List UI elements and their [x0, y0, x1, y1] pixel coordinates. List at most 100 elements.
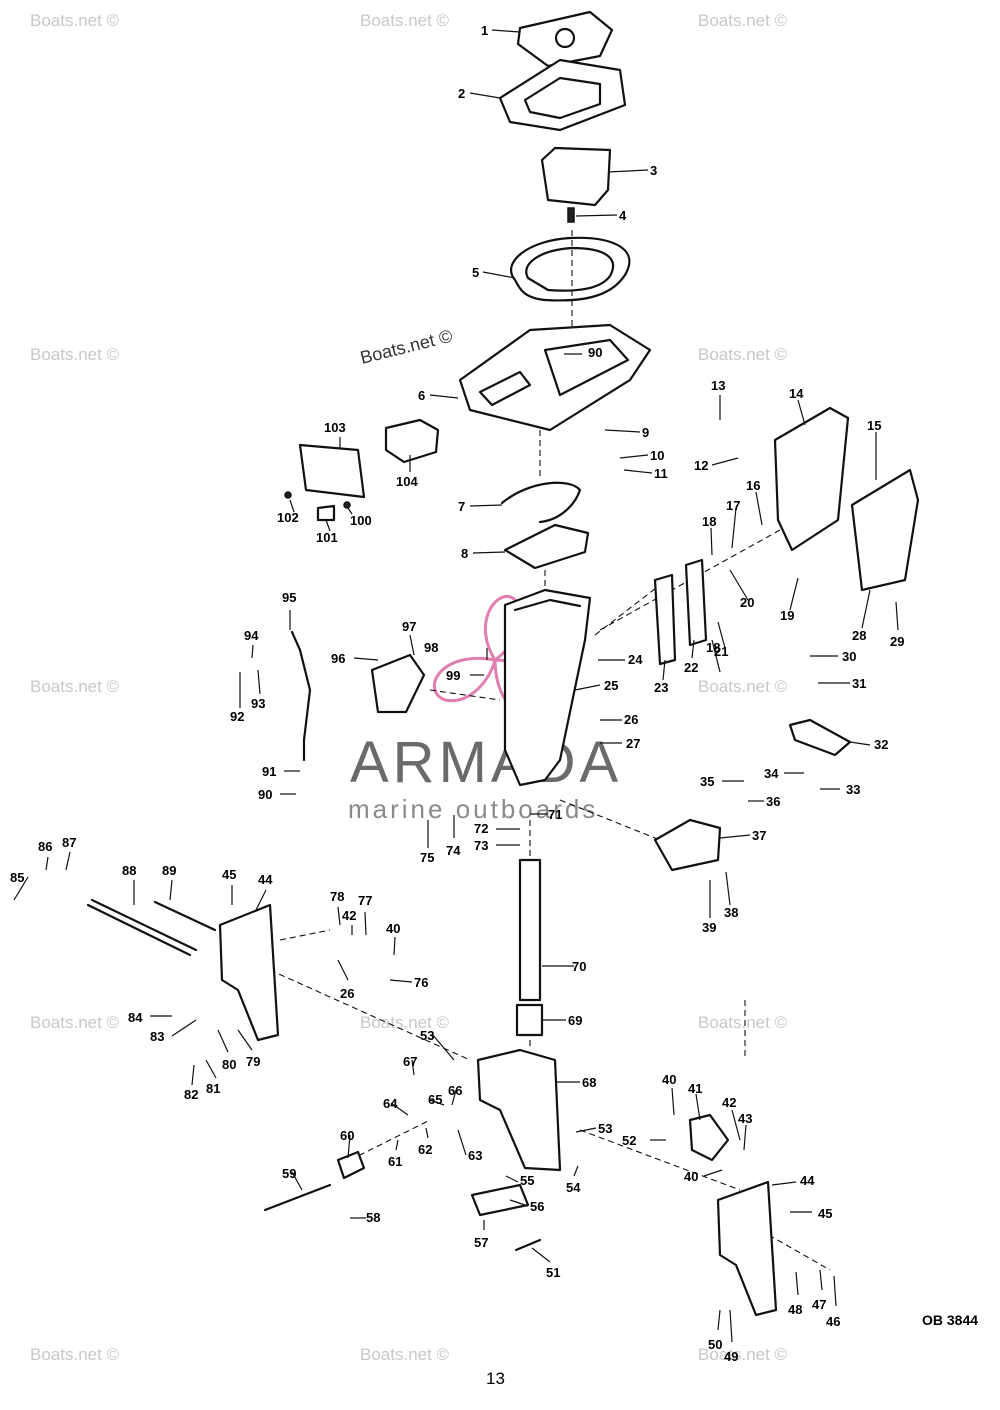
- part-label: 75: [420, 850, 434, 865]
- part-label: 54: [566, 1180, 581, 1195]
- part-label: 12: [694, 458, 708, 473]
- part-label: 14: [789, 386, 804, 401]
- part-label: 19: [780, 608, 794, 623]
- part-label: 93: [251, 696, 265, 711]
- part-label: 13: [711, 378, 725, 393]
- part-44-clamp-bracket-left: [218, 903, 280, 1042]
- part-label: 48: [788, 1302, 802, 1317]
- part-label: 79: [246, 1054, 260, 1069]
- part-97-bracket: [370, 653, 426, 714]
- part-label: 51: [546, 1265, 560, 1280]
- part-label: 29: [890, 634, 904, 649]
- part-label: 68: [582, 1075, 596, 1090]
- part-70-drive-shaft: [518, 858, 542, 1002]
- part-100-101-102-fasteners: [284, 491, 351, 522]
- part-label: 40: [386, 921, 400, 936]
- part-label: 99: [446, 668, 460, 683]
- part-label: 39: [702, 920, 716, 935]
- part-1-gasket: [516, 10, 614, 68]
- part-32-bracket: [788, 718, 852, 757]
- part-label: 76: [414, 975, 428, 990]
- part-label: 3: [650, 163, 657, 178]
- part-label: 28: [852, 628, 866, 643]
- part-label: 62: [418, 1142, 432, 1157]
- part-label: 24: [628, 652, 643, 667]
- part-label: 50: [708, 1337, 722, 1352]
- part-label: 84: [128, 1010, 143, 1025]
- part-37-clamp-block: [653, 818, 722, 872]
- part-label: 6: [418, 388, 425, 403]
- part-label: 38: [724, 905, 738, 920]
- part-label: 4: [619, 208, 627, 223]
- part-label: 27: [626, 736, 640, 751]
- part-104-mount: [384, 418, 440, 464]
- part-60-fitting: [336, 1150, 366, 1180]
- part-28-side-cover: [850, 468, 920, 592]
- part-103-bracket: [298, 443, 366, 499]
- part-label: 94: [244, 628, 259, 643]
- part-label: 74: [446, 843, 461, 858]
- part-label: 26: [624, 712, 638, 727]
- part-label: 53: [598, 1121, 612, 1136]
- part-label: 61: [388, 1154, 402, 1169]
- part-label: 87: [62, 835, 76, 850]
- part-label: 104: [396, 474, 418, 489]
- watermark-text: Boats.net ©: [698, 1345, 788, 1364]
- part-label: 64: [383, 1096, 398, 1111]
- part-label: 52: [622, 1133, 636, 1148]
- part-label: 45: [222, 867, 236, 882]
- part-25-drive-shaft-housing: [503, 588, 592, 787]
- watermark-text: Boats.net ©: [30, 1013, 120, 1032]
- part-label: 78: [330, 889, 344, 904]
- part-label: 15: [867, 418, 881, 433]
- part-95-shift-rod: [290, 630, 312, 762]
- part-label: 91: [262, 764, 276, 779]
- part-label: 26: [340, 986, 354, 1001]
- part-label: 33: [846, 782, 860, 797]
- part-label: 90: [588, 345, 602, 360]
- part-41-plate: [688, 1113, 730, 1162]
- part-number-labels: 1 2 3 4 5 6 7 8 9 10 11 12 13 14 15 16 1…: [10, 23, 904, 1364]
- part-89-bolt: [153, 900, 217, 932]
- part-label: 59: [282, 1166, 296, 1181]
- part-6-exhaust-housing: [458, 323, 652, 432]
- part-label: 22: [684, 660, 698, 675]
- part-label: 16: [746, 478, 760, 493]
- part-label: 97: [402, 619, 416, 634]
- part-label: 49: [724, 1349, 738, 1364]
- part-label: 40: [662, 1072, 676, 1087]
- part-label: 77: [358, 893, 372, 908]
- part-88-tilt-tube: [86, 898, 198, 957]
- part-label: 37: [752, 828, 766, 843]
- watermark-text: Boats.net ©: [698, 1013, 788, 1032]
- watermark-text: Boats.net ©: [698, 11, 788, 30]
- part-label: 96: [331, 651, 345, 666]
- part-label: 100: [350, 513, 372, 528]
- part-label: 8: [461, 546, 468, 561]
- part-68-swivel-bracket: [476, 1048, 562, 1172]
- watermark-text: Boats.net ©: [30, 345, 120, 364]
- part-label: 95: [282, 590, 296, 605]
- watermark-text: Boats.net ©: [358, 326, 454, 368]
- part-label: 55: [520, 1173, 534, 1188]
- part-label: 31: [852, 676, 866, 691]
- part-56-clamp: [470, 1183, 530, 1217]
- part-label: 45: [818, 1206, 832, 1221]
- part-label: 72: [474, 821, 488, 836]
- figure-code: OB 3844: [922, 1312, 978, 1328]
- part-label: 10: [650, 448, 664, 463]
- part-label: 18: [702, 514, 716, 529]
- part-label: 90: [258, 787, 272, 802]
- brand-logo: ARMADA marine outboards: [348, 595, 618, 824]
- part-label: 71: [548, 807, 562, 822]
- part-label: 67: [403, 1054, 417, 1069]
- part-label: 44: [800, 1173, 815, 1188]
- part-label: 80: [222, 1057, 236, 1072]
- part-label: 9: [642, 425, 649, 440]
- part-label: 20: [740, 595, 754, 610]
- part-label: 5: [472, 265, 479, 280]
- part-label: 17: [726, 498, 740, 513]
- part-label: 34: [764, 766, 779, 781]
- part-label: 56: [530, 1199, 544, 1214]
